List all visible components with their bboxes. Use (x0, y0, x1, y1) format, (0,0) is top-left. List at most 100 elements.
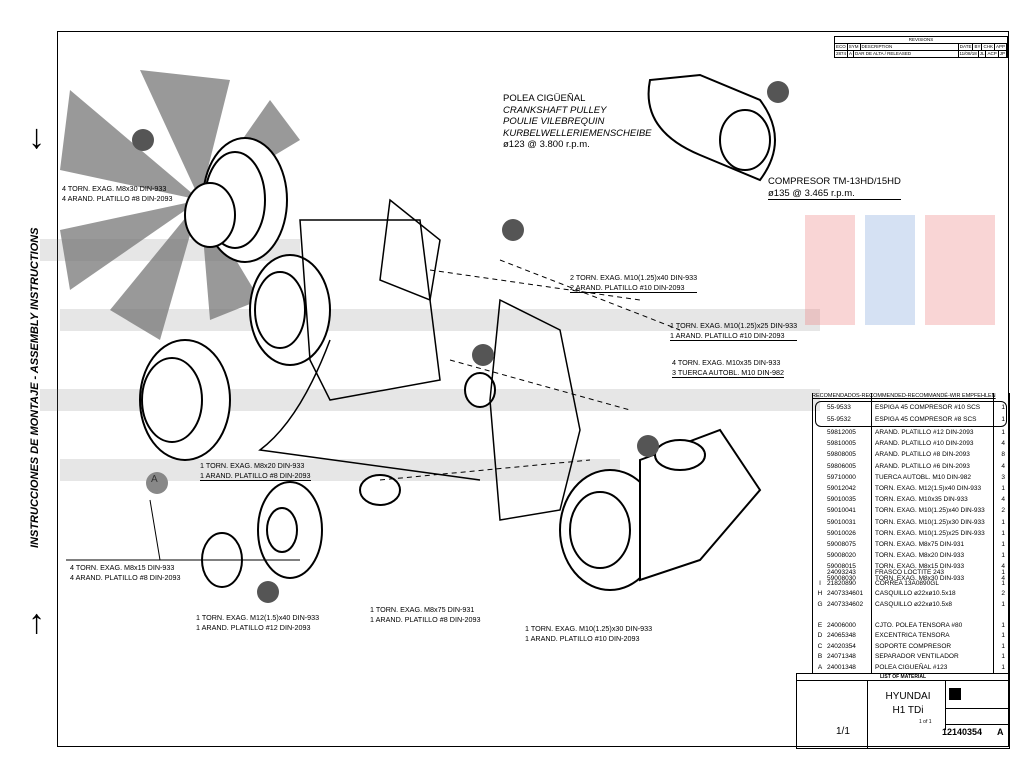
part-qty: 3 (1001, 473, 1005, 481)
part-code: 2407334602 (827, 600, 864, 608)
label-line: ø135 @ 3.465 r.p.m. (768, 188, 901, 200)
part-qty: 8 (1001, 451, 1005, 459)
callout-line: 1 ARAND. PLATILLO #12 DIN-2093 (196, 622, 311, 632)
brackets (258, 198, 581, 521)
rev-col: BY (974, 44, 983, 50)
balloon-a-label: A (151, 474, 158, 485)
part-qty: 4 (1001, 462, 1005, 470)
callout-line: 1 TORN. EXAG. M12(1.5)x40 DIN-933 (196, 613, 320, 622)
rev-cell: ACP (987, 51, 999, 57)
part-code: 59806005 (827, 462, 856, 470)
drawing-frame (57, 31, 1009, 747)
part-letter: B (817, 653, 823, 660)
callout-line: 1 ARAND. PLATILLO #10 DIN-2093 (525, 633, 640, 643)
revisions-row: 2874 A DAR DE ALTA / RELEASED 11/08/18 J… (835, 51, 1007, 57)
part-desc: ARAND. PLATILLO #8 DIN-2093 (875, 451, 970, 459)
compressor-label: COMPRESOR TM-13HD/15HD ø135 @ 3.465 r.p.… (768, 176, 901, 200)
part-desc: CORREA 13A0890GL (875, 579, 939, 587)
callout-line: 1 ARAND. PLATILLO #10 DIN-2093 (670, 331, 798, 341)
revisions-title: REVISIONS (835, 37, 1007, 44)
part-code: 59008075 (827, 541, 856, 548)
label-line: POULIE VILEBREQUIN (503, 116, 605, 127)
leader-lines (66, 499, 300, 561)
part-desc: TORN. EXAG. M8x30 DIN-933 (875, 574, 965, 582)
assembly-lines (379, 259, 681, 481)
part-code: 24065348 (827, 632, 856, 639)
arrow-up-icon: ↑ (28, 603, 45, 641)
part-desc: TORN. EXAG. M12(1.5)x40 DIN-933 (875, 485, 982, 492)
part-qty: 1 (1001, 569, 1005, 576)
part-code: 24020354 (827, 642, 856, 650)
callout-line: 1 TORN. EXAG. M10(1.25)x30 DIN-933 (525, 624, 653, 633)
part-desc: ARAND. PLATILLO #10 DIN-2093 (875, 440, 974, 448)
part-desc: ARAND. PLATILLO #6 DIN-2093 (875, 462, 970, 470)
part-letter: C (817, 642, 823, 650)
label-line: POLEA CIGÜEÑAL (503, 93, 586, 104)
part-letter: H (817, 590, 823, 597)
model-line: HYUNDAI (885, 691, 931, 702)
part-code: 59008015 (827, 563, 856, 571)
revisions-header: ECO SYM DESCRIPTION DATE BY CHK APP (835, 44, 1007, 51)
column-divider (871, 393, 872, 673)
balloons (132, 81, 789, 603)
rev-cell: DAR DE ALTA / RELEASED (854, 51, 959, 57)
part-code: 59808005 (827, 451, 856, 459)
part-qty: 1 (1001, 429, 1005, 436)
part-qty: 1 (1001, 415, 1005, 423)
part-code: 59008030 (827, 574, 856, 582)
part-code: 59810005 (827, 440, 856, 448)
rev-cell: JL (979, 51, 987, 57)
part-desc: ESPIGA 45 COMPRESOR #8 SCS (875, 415, 977, 423)
part-desc: CASQUILLO ø22xø10.5x8 (875, 600, 952, 608)
part-qty: 1 (1001, 621, 1005, 629)
part-desc: SEPARADOR VENTILADOR (875, 653, 959, 660)
rev-col: DESCRIPTION (861, 44, 959, 50)
model-cell (867, 680, 946, 730)
part-desc: EXCENTRICA TENSORA (875, 632, 950, 639)
part-qty: 1 (1001, 552, 1005, 560)
callout-line: 3 TUERCA AUTOBL. M10 DIN-982 (672, 367, 784, 378)
part-qty: 1 (1001, 632, 1005, 639)
parts-list-row: 59806005 ARAND. PLATILLO #6 DIN-2093 4 (813, 461, 1009, 472)
part-desc: CJTO. POLEA TENSORA #80 (875, 621, 963, 629)
part-qty: 2 (1001, 507, 1005, 515)
callout-line: 2 ARAND. PLATILLO #10 DIN-2093 (570, 283, 698, 293)
part-qty: 1 (1001, 404, 1005, 411)
list-of-material: LIST OF MATERIAL (797, 674, 1009, 681)
part-code: 21820890 (827, 579, 856, 587)
rev-cell: JP (999, 51, 1007, 57)
part-code: 59010031 (827, 518, 856, 526)
callout-line: 1 TORN. EXAG. M10(1.25)x25 DIN-933 (670, 321, 798, 330)
part-qty: 1 (1001, 579, 1005, 587)
rev-col: DATE (959, 44, 974, 50)
part-code: 59010041 (827, 507, 856, 515)
part-qty: 1 (1001, 653, 1005, 660)
rev-col: APP (995, 44, 1007, 50)
part-desc: ESPIGA 45 COMPRESOR #10 SCS (875, 404, 981, 411)
part-desc: TORN. EXAG. M10(1.25)x40 DIN-933 (875, 507, 985, 515)
part-desc: TUERCA AUTOBL. M10 DIN-982 (875, 473, 971, 481)
title-block: LIST OF MATERIAL 1 of 1 (796, 673, 1010, 749)
parts-list-row (813, 609, 1009, 620)
callout-line: 1 TORN. EXAG. M8x20 DIN-933 (200, 461, 305, 470)
part-code: 24006000 (827, 621, 856, 629)
part-desc: FRASCO LOCTITE 243 (875, 569, 944, 576)
